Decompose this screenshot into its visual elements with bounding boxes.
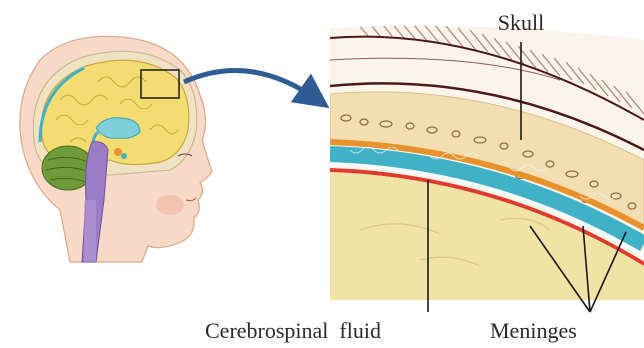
zoomed-section bbox=[330, 14, 644, 310]
meninges-label: Meninges bbox=[490, 318, 577, 343]
cerebrospinal-fluid-label: Cerebrospinal fluid bbox=[205, 318, 381, 343]
head-illustration bbox=[20, 36, 212, 262]
curved-arrow-icon bbox=[184, 70, 318, 100]
skull-label: Skull bbox=[498, 10, 544, 35]
